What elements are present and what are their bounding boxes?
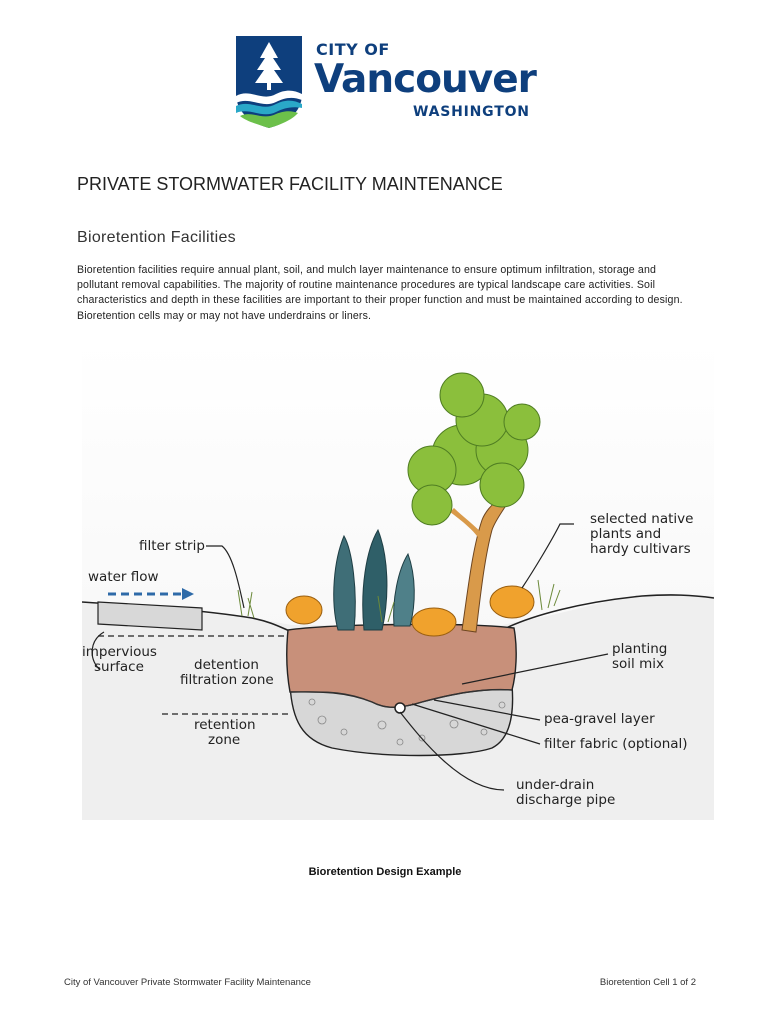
logo-washington: WASHINGTON bbox=[413, 104, 530, 120]
bioretention-diagram: filter strip water flow impervious surfa… bbox=[81, 340, 715, 820]
bioretention-illustration bbox=[81, 340, 715, 820]
footer-left: City of Vancouver Private Stormwater Fac… bbox=[64, 977, 311, 988]
label-detention-1: detention bbox=[194, 657, 259, 673]
label-retention-1: retention bbox=[194, 717, 256, 733]
label-under-drain-1: under-drain bbox=[516, 777, 595, 793]
logo-vancouver: Vancouver bbox=[314, 57, 537, 102]
logo-city-of: CITY OF bbox=[316, 40, 390, 59]
body-paragraph: Bioretention facilities require annual p… bbox=[77, 264, 683, 322]
label-under-drain-2: discharge pipe bbox=[516, 792, 616, 808]
section-heading: Bioretention Facilities bbox=[77, 229, 236, 246]
city-logo: CITY OF Vancouver WASHINGTON bbox=[236, 36, 541, 128]
city-tree-waves-icon bbox=[236, 36, 302, 128]
label-retention-2: zone bbox=[208, 732, 241, 748]
label-filter-strip: filter strip bbox=[139, 538, 205, 554]
label-pea-gravel: pea-gravel layer bbox=[544, 711, 655, 727]
label-impervious-2: surface bbox=[94, 659, 144, 675]
label-plants-1: selected native bbox=[590, 511, 694, 527]
label-soil-1: planting bbox=[612, 641, 668, 657]
label-soil-2: soil mix bbox=[612, 656, 664, 672]
label-water-flow: water flow bbox=[88, 569, 159, 585]
footer-page-number: Bioretention Cell 1 of 2 bbox=[599, 977, 696, 988]
label-plants-2: plants and bbox=[590, 526, 662, 542]
label-plants-3: hardy cultivars bbox=[590, 541, 691, 557]
document-title: PRIVATE STORMWATER FACILITY MAINTENANCE bbox=[77, 174, 503, 194]
figure-caption: Bioretention Design Example bbox=[308, 866, 462, 878]
label-impervious-1: impervious bbox=[82, 644, 157, 660]
label-filter-fabric: filter fabric (optional) bbox=[544, 736, 688, 752]
label-detention-2: filtration zone bbox=[180, 672, 274, 688]
